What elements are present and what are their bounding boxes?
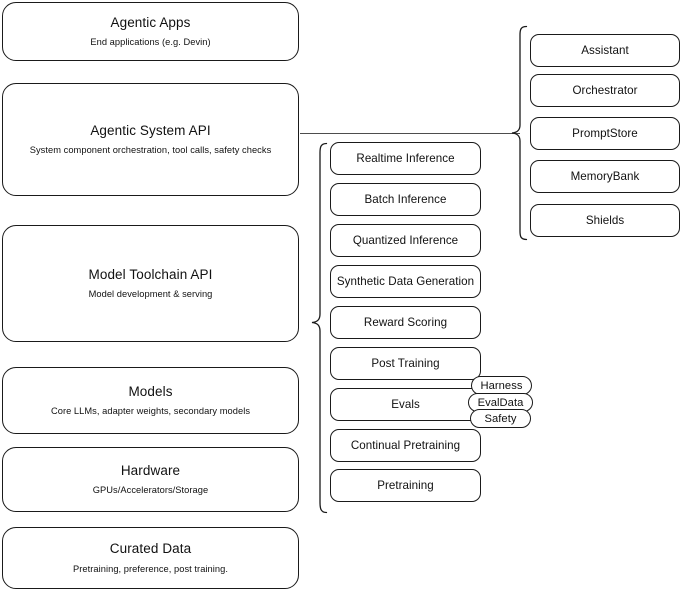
badge-label: Harness [480,379,523,392]
layer-subtitle: System component orchestration, tool cal… [29,145,272,156]
layer-subtitle: Model development & serving [88,289,213,300]
component-evals[interactable]: Evals [330,388,481,421]
component-shields[interactable]: Shields [530,204,680,237]
component-label: Reward Scoring [363,316,448,329]
component-label: Quantized Inference [352,234,459,247]
component-label: Evals [391,398,420,411]
component-batch-inference[interactable]: Batch Inference [330,183,481,216]
layer-subtitle: GPUs/Accelerators/Storage [92,485,209,496]
layer-subtitle: End applications (e.g. Devin) [90,37,211,48]
layer-curated-data[interactable]: Curated Data Pretraining, preference, po… [2,527,299,589]
layer-agentic-system-api[interactable]: Agentic System API System component orch… [2,83,299,196]
component-memorybank[interactable]: MemoryBank [530,160,680,193]
component-label: Batch Inference [364,193,447,206]
component-label: Assistant [581,44,629,57]
component-label: Orchestrator [572,84,638,97]
brace-toolchain-components [308,142,328,514]
component-pretraining[interactable]: Pretraining [330,469,481,502]
component-label: Pretraining [377,479,434,492]
component-quantized-inference[interactable]: Quantized Inference [330,224,481,257]
layer-subtitle: Core LLMs, adapter weights, secondary mo… [50,406,251,417]
layer-title: Hardware [120,462,181,478]
component-label: Synthetic Data Generation [336,275,475,288]
layer-title: Agentic System API [90,122,211,138]
layer-title: Models [128,383,173,399]
badge-evaldata[interactable]: EvalData [468,393,533,412]
component-label: Continual Pretraining [350,439,461,452]
component-post-training[interactable]: Post Training [330,347,481,380]
layer-model-toolchain-api[interactable]: Model Toolchain API Model development & … [2,225,299,342]
badge-label: EvalData [477,396,524,409]
component-label: Shields [585,214,625,227]
component-assistant[interactable]: Assistant [530,34,680,67]
component-label: Realtime Inference [356,152,455,165]
layer-title: Agentic Apps [110,14,191,30]
component-label: PromptStore [572,127,638,140]
component-orchestrator[interactable]: Orchestrator [530,74,680,107]
component-reward-scoring[interactable]: Reward Scoring [330,306,481,339]
component-promptstore[interactable]: PromptStore [530,117,680,150]
layer-subtitle: Pretraining, preference, post training. [73,563,228,574]
layer-agentic-apps[interactable]: Agentic Apps End applications (e.g. Devi… [2,2,299,61]
layer-models[interactable]: Models Core LLMs, adapter weights, secon… [2,367,299,434]
component-synthetic-data-generation[interactable]: Synthetic Data Generation [330,265,481,298]
connector-agentic-system-to-components [300,133,520,135]
component-label: MemoryBank [570,170,640,183]
component-label: Post Training [371,357,440,370]
badge-label: Safety [484,412,517,425]
badge-safety[interactable]: Safety [470,409,531,428]
layer-hardware[interactable]: Hardware GPUs/Accelerators/Storage [2,447,299,512]
layer-title: Curated Data [109,541,192,557]
component-continual-pretraining[interactable]: Continual Pretraining [330,429,481,462]
layer-title: Model Toolchain API [88,266,213,282]
component-realtime-inference[interactable]: Realtime Inference [330,142,481,175]
